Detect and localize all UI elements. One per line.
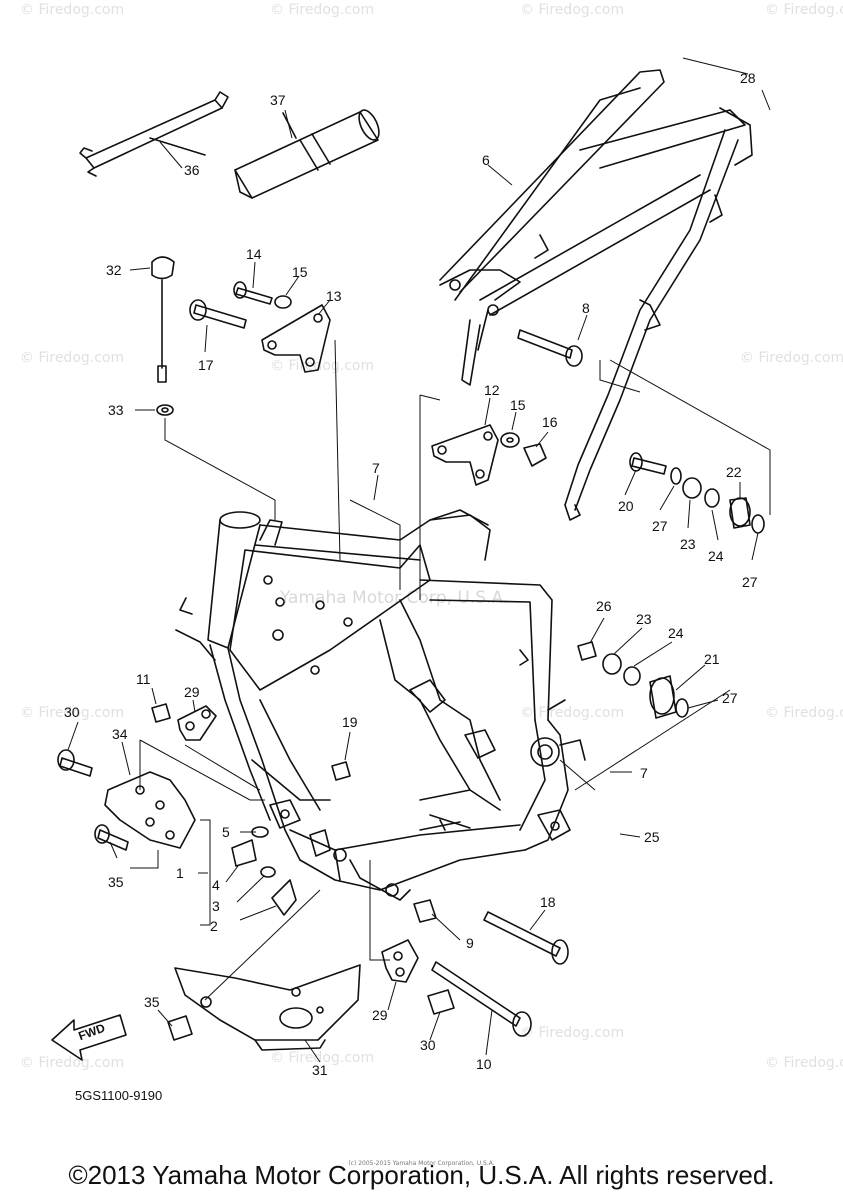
part-label: 16 xyxy=(542,414,558,430)
watermark: © Firedog.com xyxy=(270,1050,375,1066)
part-label: 26 xyxy=(596,598,612,614)
bolt-8-part xyxy=(517,329,583,367)
part-label: 28 xyxy=(740,70,756,86)
part-label: 31 xyxy=(312,1062,328,1078)
part-label: 34 xyxy=(112,726,128,742)
part-label: 1 xyxy=(176,865,184,881)
part-label: 35 xyxy=(144,994,160,1010)
socket-tool-part xyxy=(234,109,380,199)
part-label: 24 xyxy=(668,625,684,641)
part-label: 24 xyxy=(708,548,724,564)
side-hardware-part xyxy=(231,826,297,916)
watermark: © Firedog.com xyxy=(20,2,125,18)
part-label: 10 xyxy=(476,1056,492,1072)
lower-bracket-part xyxy=(381,939,532,1037)
engine-bracket-12-part xyxy=(431,424,547,486)
part-label: 8 xyxy=(582,300,590,316)
chain-guide-part xyxy=(57,749,196,851)
part-label: 5 xyxy=(222,824,230,840)
copyright-notice: ©2013 Yamaha Motor Corporation, U.S.A. A… xyxy=(68,1160,775,1190)
part-label: 3 xyxy=(212,898,220,914)
watermark: © Firedog.com xyxy=(520,2,625,18)
watermark: © Firedog.com xyxy=(520,705,625,721)
part-label: 7 xyxy=(640,765,648,781)
part-label: 13 xyxy=(326,288,342,304)
part-label: 29 xyxy=(372,1007,388,1023)
watermark: © Firedog.com xyxy=(740,350,843,366)
upper-bracket-hardware xyxy=(189,281,331,373)
part-label: 27 xyxy=(722,690,738,706)
part-label: 14 xyxy=(246,246,262,262)
part-label: 27 xyxy=(742,574,758,590)
watermark: © Firedog.com xyxy=(270,2,375,18)
part-label: 19 xyxy=(342,714,358,730)
watermark: © Firedog.com xyxy=(20,705,125,721)
part-label: 4 xyxy=(212,877,220,893)
part-label: 18 xyxy=(540,894,556,910)
part-label: 30 xyxy=(64,704,80,720)
main-frame-part xyxy=(175,509,586,901)
right-hardware-lower xyxy=(577,641,689,719)
part-label: 29 xyxy=(184,684,200,700)
watermark: © Firedog.com xyxy=(765,1055,843,1071)
watermark: © Firedog.com xyxy=(20,350,125,366)
rear-subframe-part xyxy=(439,69,753,521)
part-label: 12 xyxy=(484,382,500,398)
part-label: 35 xyxy=(108,874,124,890)
watermark-center: Yamaha Motor Corp, U.S.A. xyxy=(280,588,509,608)
part-label: 22 xyxy=(726,464,742,480)
part-label: 21 xyxy=(704,651,720,667)
part-label: 27 xyxy=(652,518,668,534)
part-label: 33 xyxy=(108,402,124,418)
part-label: 15 xyxy=(510,397,526,413)
part-label: 30 xyxy=(420,1037,436,1053)
part-label: 17 xyxy=(198,357,214,373)
part-label: 7 xyxy=(372,460,380,476)
part-label: 20 xyxy=(618,498,634,514)
part-label: 9 xyxy=(466,935,474,951)
part-label: 32 xyxy=(106,262,122,278)
part-label: 23 xyxy=(636,611,652,627)
skid-plate-part xyxy=(167,964,361,1051)
diagram-code: 5GS1100-9190 xyxy=(75,1088,163,1103)
part-label: 6 xyxy=(482,152,490,168)
right-hardware-upper xyxy=(629,452,765,534)
watermark: © Firedog.com xyxy=(765,2,843,18)
small-hardware-left xyxy=(151,703,351,781)
copyright-small: (c) 2005-2015 Yamaha Motor Corporation, … xyxy=(348,1160,495,1167)
part-label: 25 xyxy=(644,829,660,845)
wrench-part xyxy=(79,91,229,177)
dipstick-part xyxy=(151,256,175,416)
part-label: 15 xyxy=(292,264,308,280)
watermark: © Firedog.com xyxy=(20,1055,125,1071)
fwd-arrow-icon xyxy=(51,1014,127,1061)
part-label: 37 xyxy=(270,92,286,108)
part-label: 11 xyxy=(136,671,151,687)
watermark: © Firedog.com xyxy=(520,1025,625,1041)
watermark: © Firedog.com xyxy=(270,358,375,374)
part-label: 2 xyxy=(210,918,218,934)
watermark: © Firedog.com xyxy=(765,705,843,721)
part-label: 36 xyxy=(184,162,200,178)
part-label: 23 xyxy=(680,536,696,552)
